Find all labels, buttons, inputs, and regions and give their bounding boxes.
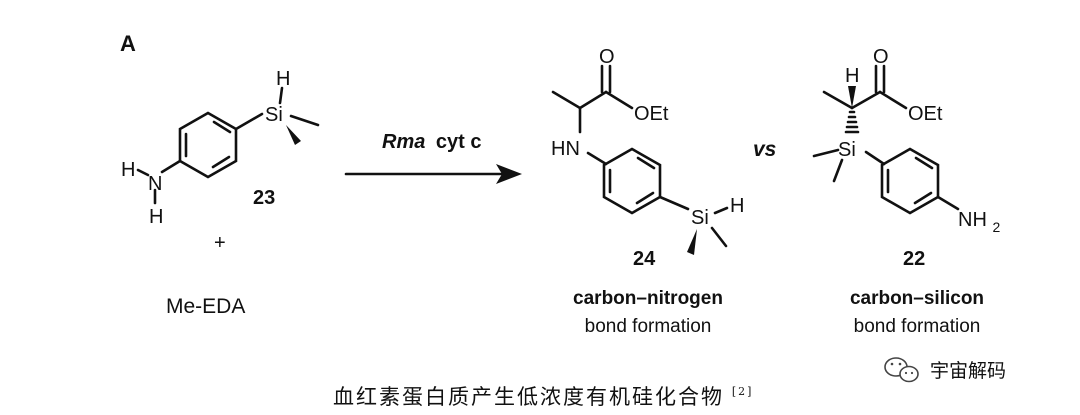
product-22-benzene-ring: [880, 147, 940, 215]
product-22-si: Si: [838, 139, 856, 161]
product-24-carbonyl-o: O: [599, 46, 615, 68]
watermark: 宇宙解码: [884, 357, 1006, 383]
product-24-nh: HN: [551, 138, 580, 160]
hashed-bond: [844, 110, 860, 134]
amine-h-bottom: H: [149, 206, 163, 228]
amine-h-top: H: [121, 159, 135, 181]
versus-label: vs: [753, 138, 776, 161]
reactant-si-h: H: [276, 68, 290, 90]
compound-number-22: 22: [903, 248, 925, 270]
product-22-amine-nh: NH: [958, 209, 987, 231]
product-24-ester: OEt: [634, 103, 669, 125]
reactant-benzene-ring: [178, 111, 238, 179]
product-22-label-sub: bond formation: [854, 316, 981, 337]
figure-caption-citation: [2]: [732, 385, 754, 398]
plus-sign: +: [214, 232, 226, 254]
product-22: H O OEt Si NH 2 22: [812, 46, 1000, 270]
product-24-benzene-ring: [602, 147, 662, 215]
watermark-text: 宇宙解码: [930, 360, 1006, 382]
product-22-carbonyl-o: O: [873, 46, 889, 68]
amine-n: N: [148, 173, 162, 195]
catalyst-label: Rma cyt c: [382, 131, 482, 153]
product-22-alpha-h: H: [845, 65, 859, 87]
product-22-label-bold: carbon–silicon: [850, 288, 984, 309]
product-22-ester: OEt: [908, 103, 943, 125]
compound-number-24: 24: [633, 248, 656, 270]
product-24-si-h: H: [730, 195, 744, 217]
catalyst-italic: Rma: [382, 131, 425, 153]
wechat-icon: [884, 357, 919, 383]
reaction-arrow: [344, 164, 522, 184]
figure-caption: 血红素蛋白质产生低浓度有机硅化合物 [2]: [333, 385, 753, 409]
product-24: O OEt HN Si H 24: [551, 46, 744, 270]
product-24-label-sub: bond formation: [585, 316, 712, 337]
figure-caption-text: 血红素蛋白质产生低浓度有机硅化合物: [333, 386, 724, 409]
catalyst-rest: cyt c: [436, 131, 482, 153]
carbene-reagent-label: Me-EDA: [166, 295, 245, 318]
product-22-amine: NH 2: [958, 209, 1000, 235]
panel-label: A: [120, 31, 136, 56]
product-22-amine-subscript: 2: [992, 219, 1000, 235]
reactant-23: H N H Si H 23: [121, 68, 320, 228]
reactant-si: Si: [265, 104, 283, 126]
product-24-si: Si: [691, 207, 709, 229]
product-24-label-bold: carbon–nitrogen: [573, 288, 723, 309]
compound-number-23: 23: [253, 187, 275, 209]
